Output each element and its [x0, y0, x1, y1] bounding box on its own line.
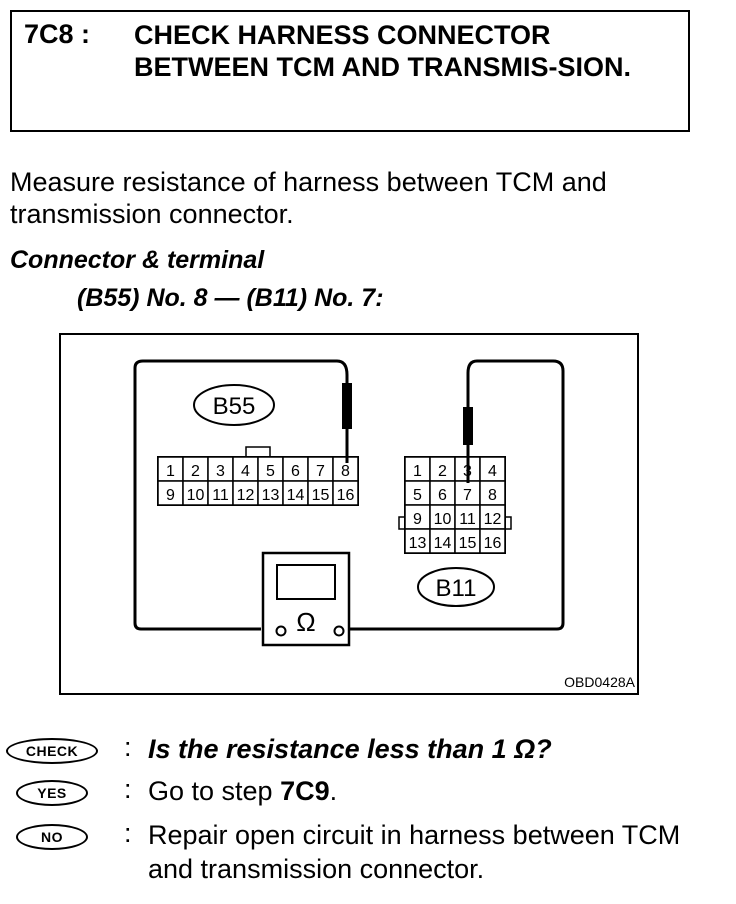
b55-pin-cell: [307, 480, 334, 506]
yes-row: YES : Go to step 7C9.: [6, 774, 726, 814]
b55-pin-number: 5: [266, 463, 275, 480]
b11-pin-number: 6: [438, 487, 447, 504]
check-question: Is the resistance less than 1 Ω?: [148, 734, 552, 764]
b55-label-oval: [193, 384, 275, 426]
b11-pin-number: 9: [413, 511, 422, 528]
b11-pin-number: 13: [409, 535, 427, 552]
b55-pin-number: 12: [237, 487, 255, 504]
ohmmeter-display: [276, 564, 336, 600]
yes-badge: YES: [16, 780, 88, 806]
yes-suffix: .: [329, 776, 338, 806]
b11-pin-number: 16: [484, 535, 502, 552]
check-badge: CHECK: [6, 738, 98, 764]
b55-pin-number: 15: [312, 487, 330, 504]
yes-answer: Go to step 7C9.: [148, 774, 718, 808]
b55-latch: [245, 446, 271, 458]
b55-pin-number: 10: [187, 487, 205, 504]
b55-pin-number: 4: [241, 463, 250, 480]
connector-heading: Connector & terminal: [10, 246, 265, 274]
b11-pin-number: 14: [434, 535, 452, 552]
b55-pin-cell: [332, 480, 359, 506]
b11-label: B11: [436, 575, 477, 602]
b55-pin-number: 8: [341, 463, 350, 480]
b11-label-oval: [417, 567, 495, 607]
b11-pin-cell: [404, 528, 431, 554]
b11-pin-number: 7: [463, 487, 472, 504]
b55-pin-number: 7: [316, 463, 325, 480]
b55-pin-cell: [232, 456, 259, 482]
b11-pin-cell: [479, 528, 506, 554]
b55-pin-cell: [232, 480, 259, 506]
connector-terminal: (B55) No. 8 — (B11) No. 7:: [77, 284, 384, 312]
probe-b55: [342, 383, 352, 429]
b11-pin-number: 1: [413, 463, 422, 480]
b11-pin-number: 4: [488, 463, 497, 480]
no-answer: Repair open circuit in harness between T…: [148, 820, 681, 884]
figure-code: OBD0428A: [564, 674, 635, 690]
b11-pin-number: 5: [413, 487, 422, 504]
b55-pin-number: 6: [291, 463, 300, 480]
probe-b11: [463, 407, 473, 445]
wire-left: [133, 359, 349, 631]
check-row: CHECK : Is the resistance less than 1 Ω?: [6, 732, 726, 772]
wire-right: [341, 359, 565, 631]
intro-text: Measure resistance of harness between TC…: [10, 167, 607, 229]
step-header-box: 7C8 : CHECK HARNESS CONNECTOR BETWEEN TC…: [10, 10, 690, 132]
b55-pin-number: 11: [212, 487, 229, 504]
step-id: 7C8 :: [24, 19, 91, 49]
b11-pin-cell: [454, 504, 481, 530]
yes-colon: :: [124, 774, 132, 804]
b11-pin-number: 15: [459, 535, 477, 552]
b11-pin-number: 10: [434, 511, 452, 528]
b55-pin-cell: [257, 456, 284, 482]
b11-pin-number: 11: [459, 511, 476, 528]
yes-step-link[interactable]: 7C9: [280, 776, 330, 806]
meter-terminal-right: [333, 625, 345, 637]
check-colon: :: [124, 732, 132, 762]
b55-pin-number: 2: [191, 463, 200, 480]
b55-label: B55: [213, 393, 256, 420]
b11-pin-number: 12: [484, 511, 502, 528]
b11-pin-number: 2: [438, 463, 447, 480]
b55-pin-number: 3: [216, 463, 225, 480]
b55-pin-cell: [182, 456, 209, 482]
b11-pin-cell: [479, 456, 506, 482]
meter-terminal-left: [275, 625, 287, 637]
no-colon: :: [124, 818, 132, 848]
b11-pin-cell: [429, 480, 456, 506]
ohm-symbol: Ω: [296, 607, 315, 637]
step-title: CHECK HARNESS CONNECTOR BETWEEN TCM AND …: [134, 20, 631, 82]
no-badge: NO: [16, 824, 88, 850]
b11-pin-number: 8: [488, 487, 497, 504]
b55-pin-number: 16: [337, 487, 355, 504]
b55-pin-number: 1: [166, 463, 175, 480]
b55-pin-number: 14: [287, 487, 305, 504]
yes-prefix: Go to step: [148, 776, 281, 806]
no-row: NO : Repair open circuit in harness betw…: [6, 818, 726, 884]
b11-pin-cell: [429, 504, 456, 530]
b55-pin-number: 13: [262, 487, 280, 504]
b55-pin-number: 9: [166, 487, 175, 504]
